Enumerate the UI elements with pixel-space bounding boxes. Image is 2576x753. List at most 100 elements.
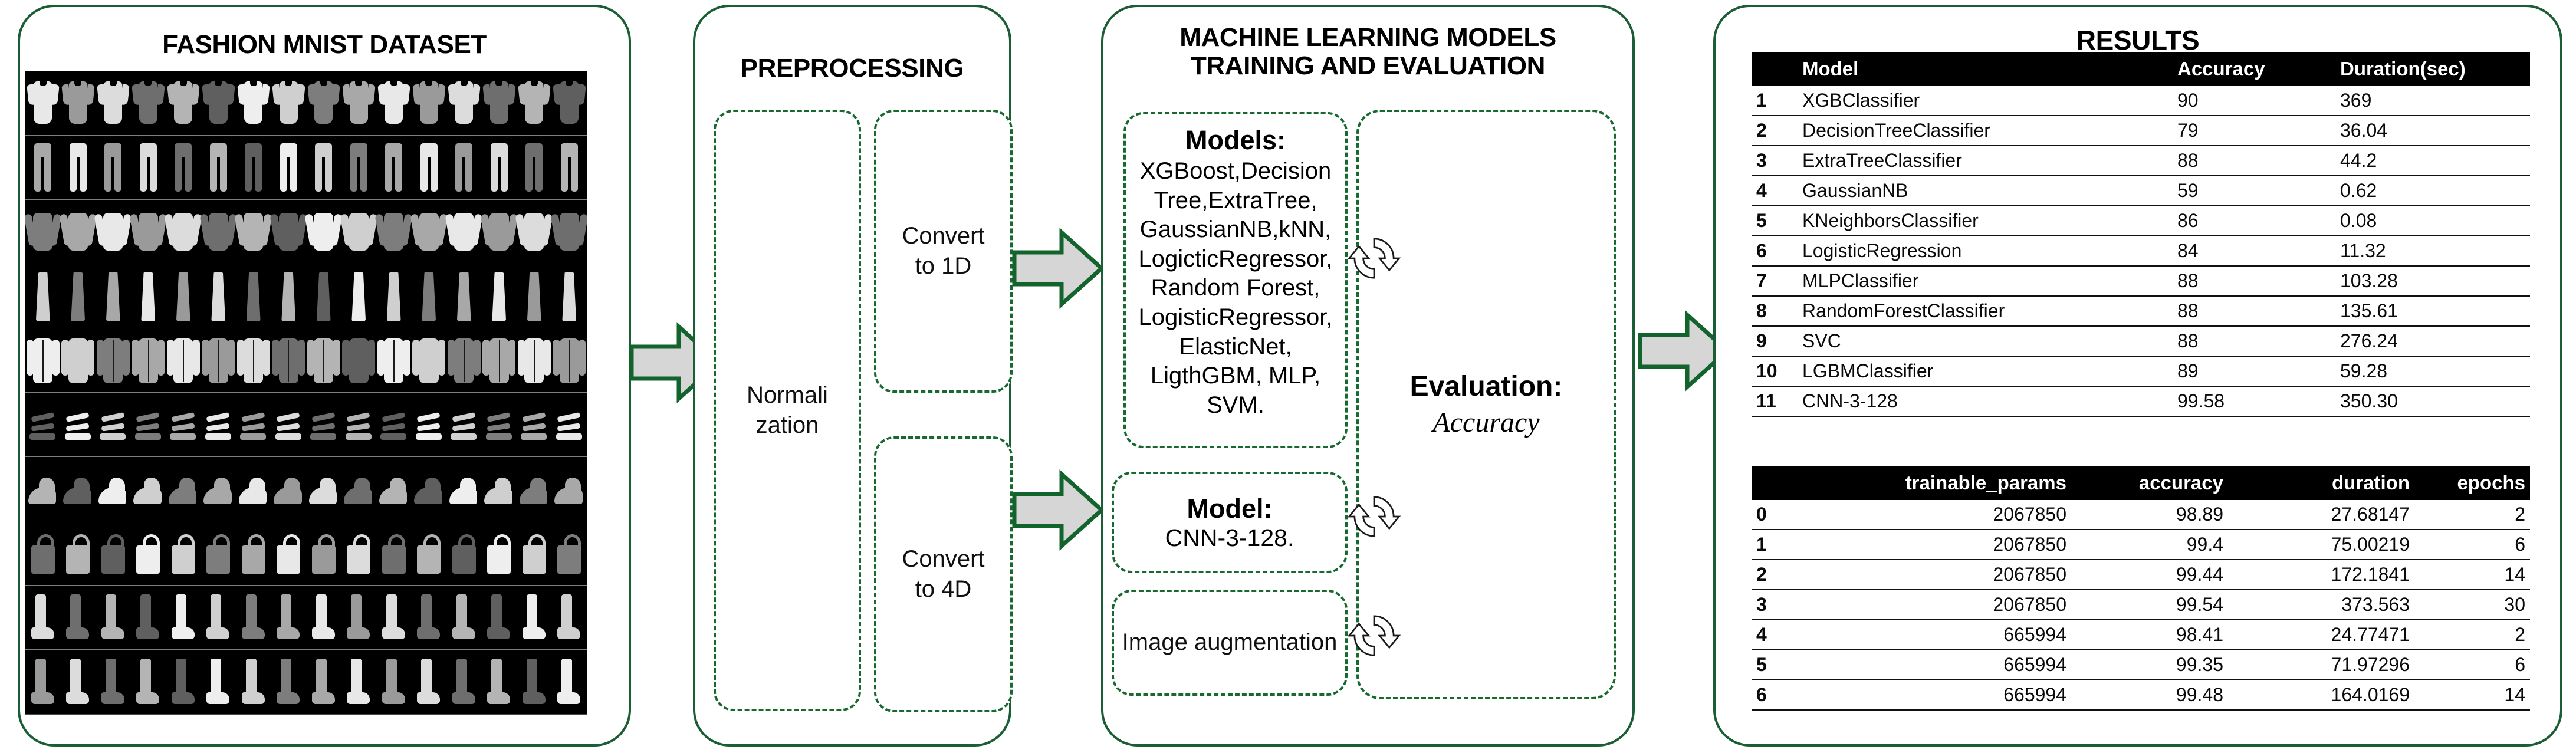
right-arrow-icon: [1012, 469, 1105, 551]
dataset-sample-boot: [482, 650, 517, 714]
dataset-sample-sandal: [306, 393, 341, 456]
dataset-sample-bag: [517, 521, 552, 585]
column-header-duration: duration: [2228, 466, 2414, 500]
dataset-sample-sneaker: [446, 457, 482, 521]
table-cell: 6: [2414, 650, 2530, 680]
convert-to-4d-box: Convert to 4D: [874, 436, 1013, 712]
dataset-sample-shirt: [236, 71, 271, 135]
dataset-sample-boot: [552, 650, 587, 714]
dataset-sample-bag: [271, 521, 307, 585]
convert-to-4d-label: Convert to 4D: [902, 545, 985, 602]
table-cell: 89: [2173, 356, 2335, 387]
dataset-sample-boot: [25, 650, 61, 714]
dataset-sample-coat: [552, 328, 587, 392]
dataset-sample-boot: [166, 586, 201, 649]
dataset-sample-coat: [271, 328, 307, 392]
column-header-trainable-params: trainable_params: [1808, 466, 2071, 500]
dataset-sample-trouser: [25, 136, 61, 199]
dataset-sample-coat: [446, 328, 482, 392]
table-cell: 75.00219: [2228, 530, 2414, 560]
row-index: 10: [1752, 356, 1798, 387]
dataset-sample-shirt: [61, 71, 96, 135]
table-cell: 88: [2173, 326, 2335, 357]
dataset-sample-boot: [552, 586, 587, 649]
dataset-sample-boot: [96, 586, 131, 649]
table-cell: 99.54: [2071, 590, 2228, 620]
table-cell: 99.35: [2071, 650, 2228, 680]
dataset-sample-bag: [482, 521, 517, 585]
dataset-sample-sneaker: [236, 457, 271, 521]
cnn-model-name: CNN-3-128.: [1165, 524, 1294, 551]
table-cell: 11.32: [2335, 236, 2530, 267]
table-cell: 36.04: [2335, 116, 2530, 146]
table-cell: 59.28: [2335, 356, 2530, 387]
dataset-sample-pullover: [374, 200, 413, 264]
dataset-sample-pullover: [304, 200, 343, 264]
dataset-class-row: [25, 650, 587, 714]
dataset-sample-sneaker: [482, 457, 517, 521]
dataset-sample-boot: [412, 650, 447, 714]
dataset-sample-boot: [446, 586, 482, 649]
right-arrow-icon: [1012, 228, 1105, 309]
dataset-sample-pullover: [25, 200, 62, 264]
dataset-sample-coat: [376, 328, 412, 392]
results-title: RESULTS: [2076, 25, 2200, 55]
table-cell: 98.41: [2071, 620, 2228, 650]
table-cell: LGBMClassifier: [1798, 356, 2173, 387]
table-cell: 88: [2173, 296, 2335, 327]
dataset-sample-trouser: [166, 136, 201, 199]
dataset-sample-boot: [446, 650, 482, 714]
dataset-sample-dress: [131, 264, 166, 328]
dataset-sample-boot: [131, 650, 166, 714]
row-index: 2: [1752, 560, 1808, 590]
table-cell: CNN-3-128: [1798, 386, 2173, 417]
row-index: 11: [1752, 386, 1798, 417]
dataset-sample-trouser: [306, 136, 341, 199]
dataset-class-row: [25, 393, 587, 457]
refresh-cycle-icon: [1347, 238, 1401, 279]
dataset-sample-pullover: [550, 200, 587, 264]
dataset-sample-pullover: [480, 200, 518, 264]
dataset-sample-boot: [517, 586, 552, 649]
dataset-sample-boot: [201, 650, 236, 714]
dataset-sample-bag: [412, 521, 447, 585]
dataset-sample-trouser: [446, 136, 482, 199]
row-index: 1: [1752, 86, 1798, 116]
table-cell: 2067850: [1808, 560, 2071, 590]
table-cell: 369: [2335, 86, 2530, 116]
dataset-sample-trouser: [271, 136, 307, 199]
normalization-label: Normali zation: [747, 382, 828, 438]
dataset-sample-trouser: [376, 136, 412, 199]
dataset-sample-trouser: [201, 136, 236, 199]
table-cell: 0.08: [2335, 206, 2530, 236]
table-cell: 14: [2414, 560, 2530, 590]
evaluation-box: Evaluation: Accuracy: [1356, 110, 1616, 699]
dataset-sample-boot: [412, 586, 447, 649]
table-cell: 164.0169: [2228, 680, 2414, 711]
dataset-sample-dress: [446, 264, 482, 328]
dataset-sample-bag: [446, 521, 482, 585]
row-index: 3: [1752, 146, 1798, 176]
dataset-sample-pullover: [270, 200, 308, 264]
image-augmentation-label: Image augmentation: [1122, 629, 1338, 656]
table-cell: 2: [2414, 500, 2530, 530]
dataset-sample-shirt: [166, 71, 201, 135]
table-cell: 24.77471: [2228, 620, 2414, 650]
table-cell: 2067850: [1808, 530, 2071, 560]
dataset-sample-boot: [25, 586, 61, 649]
table-cell: 99.4: [2071, 530, 2228, 560]
dataset-sample-sandal: [61, 393, 96, 456]
dataset-class-row: [25, 328, 587, 393]
row-index: 5: [1752, 650, 1808, 680]
table-cell: 665994: [1808, 650, 2071, 680]
table-cell: 99.44: [2071, 560, 2228, 590]
table-cell: 99.58: [2173, 386, 2335, 417]
dataset-sample-boot: [376, 586, 412, 649]
right-arrow-icon: [1638, 310, 1731, 392]
